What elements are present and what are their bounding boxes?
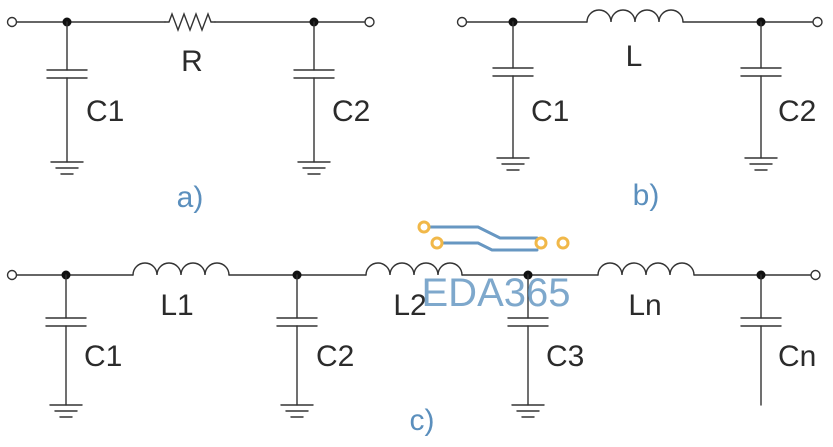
label-c3-c: C3 — [546, 340, 584, 373]
label-resistor-r: R — [181, 45, 203, 78]
label-c2-a: C2 — [332, 95, 370, 128]
output-terminal-a — [364, 16, 375, 28]
output-terminal-c — [810, 269, 821, 281]
label-c2-c: C2 — [316, 340, 354, 373]
ground-icon — [511, 404, 545, 418]
label-inductor-l2: L2 — [393, 289, 426, 322]
capacitor-c1-b — [492, 21, 534, 159]
ground-icon — [50, 161, 84, 175]
resistor-r-symbol — [164, 12, 216, 32]
inductor-l2-symbol — [365, 262, 463, 276]
capacitor-c1-c — [45, 274, 87, 406]
ground-icon — [297, 161, 331, 175]
pcb-trace-icon — [422, 225, 539, 252]
circuit-b — [456, 9, 823, 171]
label-inductor-l1: L1 — [160, 289, 193, 322]
ground-icon — [280, 404, 314, 418]
inductor-l1-symbol — [132, 262, 230, 276]
eda365-watermark-logo: EDA365 — [417, 220, 571, 315]
ground-icon — [49, 404, 83, 418]
input-terminal-b — [456, 16, 468, 28]
pcb-pad-icon — [417, 220, 570, 250]
input-terminal-a — [6, 16, 18, 28]
capacitor-c1-a — [46, 21, 88, 163]
capacitor-c2-b — [740, 21, 782, 159]
capacitor-c2-c — [276, 274, 318, 406]
inductor-l-symbol — [586, 9, 684, 23]
label-c1-c: C1 — [84, 340, 122, 373]
inductor-ln-symbol — [597, 262, 695, 276]
circuit-a — [6, 12, 375, 175]
label-inductor-l: L — [626, 40, 643, 73]
ground-icon — [496, 157, 530, 171]
caption-b: b) — [633, 179, 660, 212]
circuit-c — [6, 262, 821, 418]
caption-c: c) — [410, 404, 435, 437]
label-c1-a: C1 — [86, 95, 124, 128]
output-terminal-b — [812, 16, 823, 28]
label-c1-b: C1 — [531, 95, 569, 128]
ground-icon — [744, 157, 778, 171]
capacitor-cn-c — [740, 274, 782, 406]
watermark-text: EDA365 — [422, 271, 571, 315]
label-cn-c: Cn — [778, 340, 816, 373]
capacitor-c3-c — [507, 274, 549, 406]
label-inductor-ln: Ln — [628, 289, 661, 322]
capacitor-c2-a — [293, 21, 335, 163]
input-terminal-c — [6, 269, 18, 281]
caption-a: a) — [177, 181, 204, 214]
label-c2-b: C2 — [778, 95, 816, 128]
